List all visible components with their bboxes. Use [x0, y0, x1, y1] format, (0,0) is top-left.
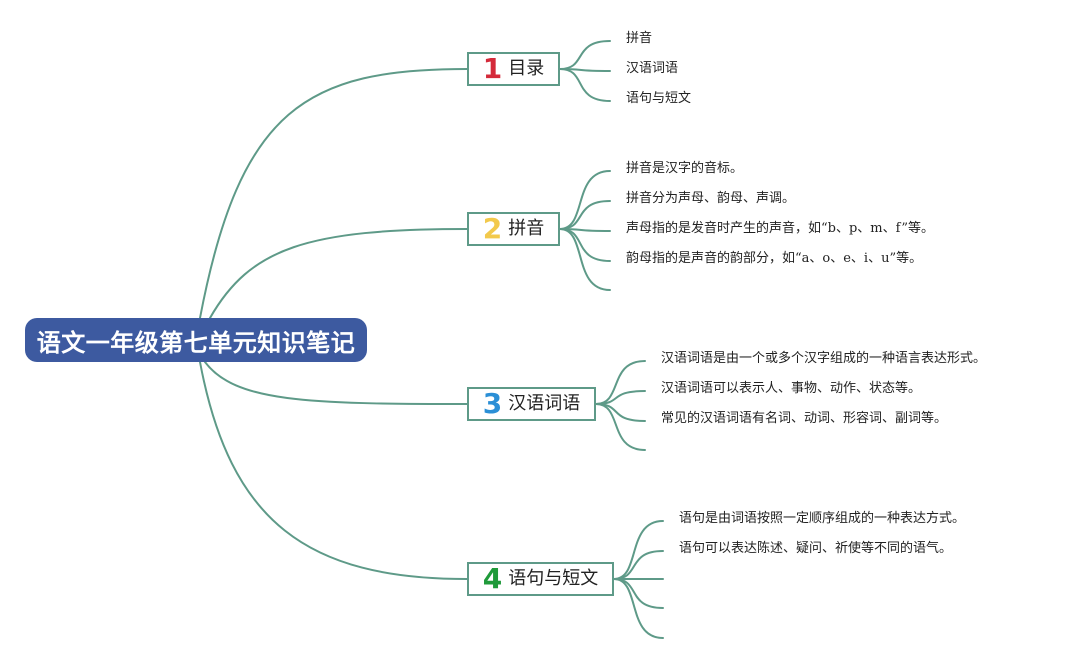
branch-4-leaf-1-line [613, 520, 664, 580]
branch-label: 语句与短文 [508, 568, 599, 589]
branch-1-leaf-1-line [559, 40, 611, 70]
leaf-text[interactable]: 常见的汉语词语有名词、动词、形容词、副词等。 [661, 411, 948, 426]
leaf-text[interactable]: 语句是由词语按照一定顺序组成的一种表达方式。 [679, 511, 966, 526]
leaf-text[interactable]: 韵母指的是声音的韵部分，如“a、o、e、i、u”等。 [626, 251, 923, 266]
branch-label: 拼音 [508, 218, 545, 239]
root-to-branch-1-line [199, 68, 468, 319]
leaf-text[interactable]: 声母指的是发音时产生的声音，如“b、p、m、f”等。 [626, 221, 935, 236]
branch-3-leaf-1-line [595, 360, 646, 405]
leaf-text[interactable]: 语句与短文 [626, 91, 692, 106]
branch-4-leaf-5-line [613, 578, 664, 639]
root-to-branch-2-line [209, 228, 468, 319]
branch-label: 汉语词语 [508, 393, 581, 414]
branch-2-leaf-5-line [559, 228, 611, 291]
root-to-branch-3-line [204, 361, 468, 405]
branch-2-leaf-1-line [559, 170, 611, 230]
branch-label: 目录 [508, 58, 545, 79]
branch-number: 4 [482, 562, 503, 595]
branch-1-leaf-3-line [559, 68, 611, 102]
leaf-text[interactable]: 汉语词语是由一个或多个汉字组成的一种语言表达形式。 [661, 351, 987, 366]
branch-3-leaf-4-line [595, 403, 646, 451]
root-to-branch-4-line [199, 361, 468, 580]
leaf-text[interactable]: 汉语词语可以表示人、事物、动作、状态等。 [661, 381, 922, 396]
root-node[interactable]: 语文一年级第七单元知识笔记 [25, 318, 367, 362]
branch-2-leaf-4-line [559, 228, 611, 262]
leaf-text[interactable]: 拼音是汉字的音标。 [626, 161, 744, 176]
branch-2-leaf-2-line [559, 200, 611, 230]
branch-4-leaf-2-line [613, 550, 664, 580]
leaf-text[interactable]: 拼音分为声母、韵母、声调。 [626, 191, 796, 206]
branch-number: 1 [482, 52, 503, 85]
leaf-text[interactable]: 语句可以表达陈述、疑问、祈使等不同的语气。 [679, 541, 953, 556]
branch-number: 3 [482, 387, 503, 420]
branch-4-leaf-4-line [613, 578, 664, 609]
leaf-text[interactable]: 拼音 [626, 31, 653, 46]
leaf-text[interactable]: 汉语词语 [626, 61, 679, 76]
branch-number: 2 [482, 212, 503, 245]
